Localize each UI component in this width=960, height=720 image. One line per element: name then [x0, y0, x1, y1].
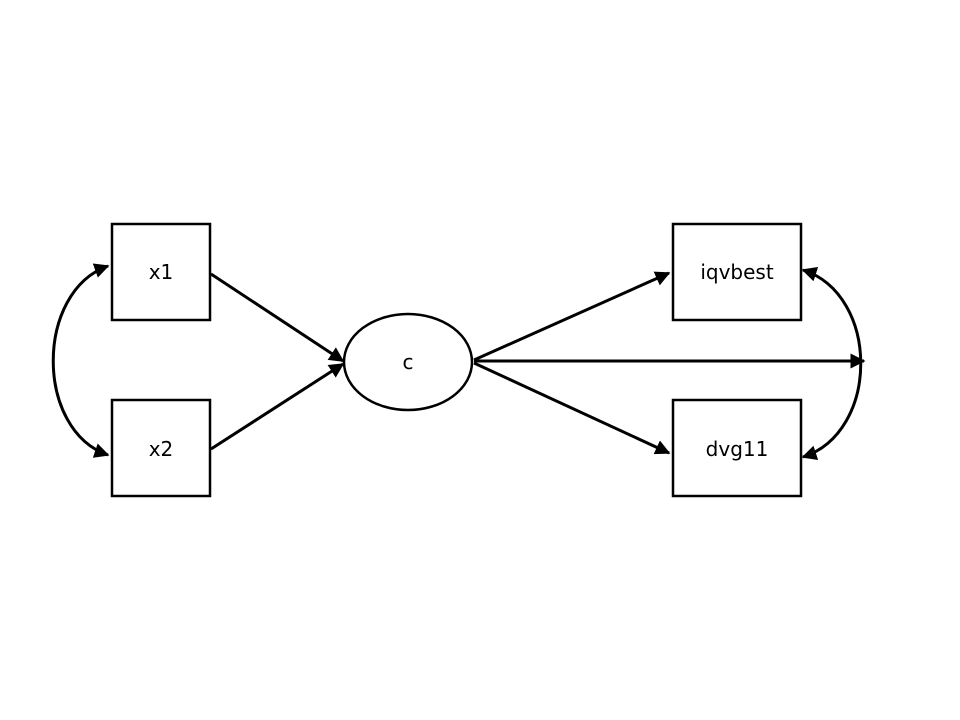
edge-c-to-iqvbest: [473, 271, 671, 362]
node-iqvbest-box: [671, 222, 803, 322]
node-x1-label: x1: [149, 260, 174, 284]
node-x1-box: [110, 222, 212, 322]
node-x2-label: x2: [149, 437, 174, 461]
covariance-iqvbest-dvg11: [801, 267, 863, 460]
node-dvg11-box: [671, 398, 803, 498]
node-x2-box: [110, 398, 212, 498]
edge-c-to-dvg11: [473, 361, 671, 455]
node-iqvbest-label: iqvbest: [700, 260, 774, 284]
node-c-label: c: [403, 350, 414, 374]
node-iqvbest: iqvbest: [671, 222, 803, 322]
node-dvg11-label: dvg11: [706, 437, 769, 461]
node-c: c: [342, 312, 474, 412]
edge-x1-to-c: [210, 272, 345, 363]
node-x1: x1: [110, 222, 212, 322]
covariance-x1-x2: [51, 263, 110, 458]
edge-x2-to-c: [210, 362, 345, 451]
node-x2: x2: [110, 398, 212, 498]
node-c-ellipse: [342, 312, 474, 412]
node-dvg11: dvg11: [671, 398, 803, 498]
